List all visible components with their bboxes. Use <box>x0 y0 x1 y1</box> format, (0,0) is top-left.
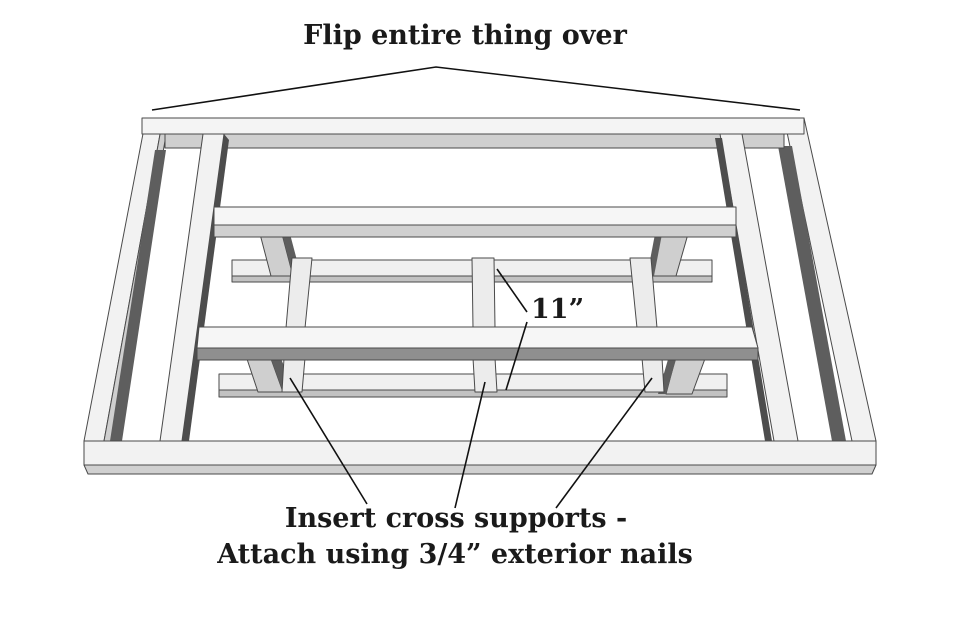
front-top-beam <box>196 326 759 361</box>
cross-support-left-lower <box>281 357 306 393</box>
front-bottom-runner <box>218 373 728 398</box>
top-outer-rail <box>141 117 805 149</box>
callout-leader-right <box>555 377 653 509</box>
cross-support-middle-lower <box>472 357 498 393</box>
left-outer-rail <box>83 117 169 442</box>
back-top-beam <box>213 206 737 238</box>
callout-leader-left <box>289 377 368 505</box>
dimension-leader-lower <box>505 321 528 391</box>
right-outer-rail <box>778 117 877 442</box>
flip-bracket-line <box>151 66 801 111</box>
bottom-outer-rail <box>83 440 877 475</box>
top-instruction-label: Flip entire thing over <box>303 20 627 51</box>
cross-support-middle <box>471 257 496 329</box>
callout-leader-middle <box>454 381 486 509</box>
dimension-leader-upper <box>496 268 528 313</box>
bottom-instruction-line1: Insert cross supports - <box>285 503 627 534</box>
dimension-label: 11” <box>531 294 584 325</box>
bottom-instruction-line2: Attach using 3/4” exterior nails <box>216 539 693 570</box>
